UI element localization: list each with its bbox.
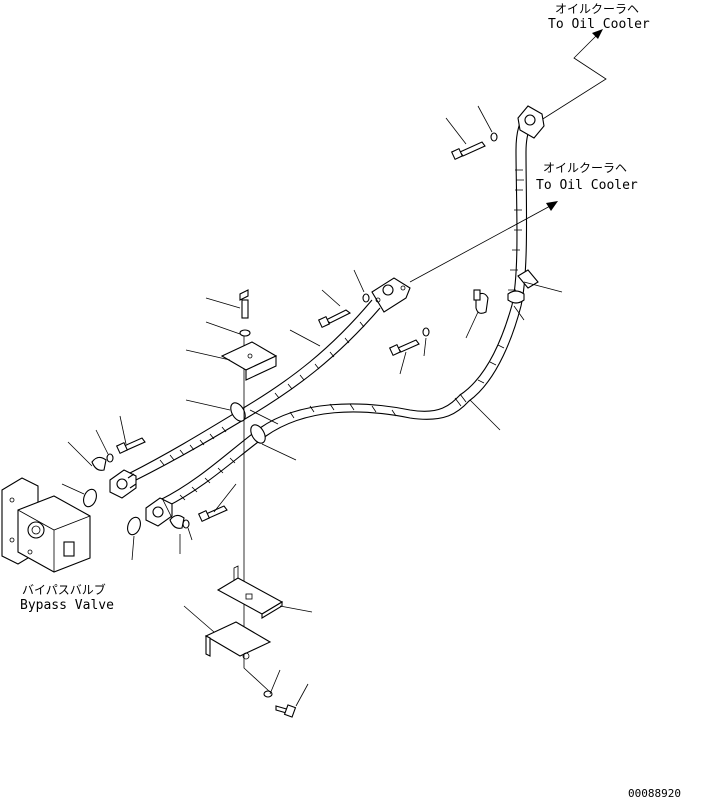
lower-bracket-a	[216, 565, 284, 619]
o-ring-icon	[127, 516, 141, 536]
washer-icon	[422, 327, 430, 337]
bolt-icon	[388, 339, 420, 357]
flange-top-right	[517, 105, 545, 139]
washer-icon	[106, 453, 114, 463]
bypass-valve-jp-label: バイパスバルブ	[22, 582, 106, 597]
oil-cooler-arrow-top	[537, 29, 607, 123]
washer-icon	[362, 293, 370, 303]
to-oil-cooler-top-en-label: To Oil Cooler	[548, 17, 650, 32]
flange-upper-right	[371, 277, 411, 313]
to-oil-cooler-mid-jp-label: オイルクーラヘ	[543, 161, 627, 175]
leader-lines	[61, 105, 563, 707]
washer-icon	[239, 329, 251, 337]
flange-bypass-lower	[145, 497, 173, 527]
washer-icon	[490, 132, 498, 142]
lower-bracket-b	[204, 621, 272, 660]
oil-cooler-arrow-mid	[409, 201, 558, 283]
upper-hose	[129, 299, 381, 482]
to-oil-cooler-top-jp-label: オイルクーラヘ	[555, 2, 639, 16]
clip-icon	[517, 269, 539, 289]
washer-icon	[263, 690, 273, 698]
clip-icon	[473, 289, 489, 314]
flange-clamp-icon	[91, 456, 107, 471]
flange-clamp-icon	[169, 514, 185, 529]
bolt-icon	[115, 437, 146, 455]
hose-clamp-lower	[250, 424, 266, 444]
hose-clamp-right	[507, 290, 525, 304]
bolt-icon	[239, 289, 249, 319]
flange-bypass-upper	[109, 469, 137, 499]
bypass-valve	[1, 477, 91, 573]
bolt-icon	[317, 309, 352, 329]
to-oil-cooler-mid-en-label: To Oil Cooler	[536, 178, 638, 193]
bypass-valve-en-label: Bypass Valve	[20, 598, 114, 613]
drawing-number: 00088920	[628, 787, 681, 800]
upper-bracket	[220, 341, 278, 381]
bolt-icon	[450, 141, 486, 161]
bolt-icon	[197, 505, 228, 523]
hose-clamp-upper	[230, 402, 246, 422]
bolt-icon	[275, 704, 297, 718]
o-ring-icon	[83, 488, 97, 508]
